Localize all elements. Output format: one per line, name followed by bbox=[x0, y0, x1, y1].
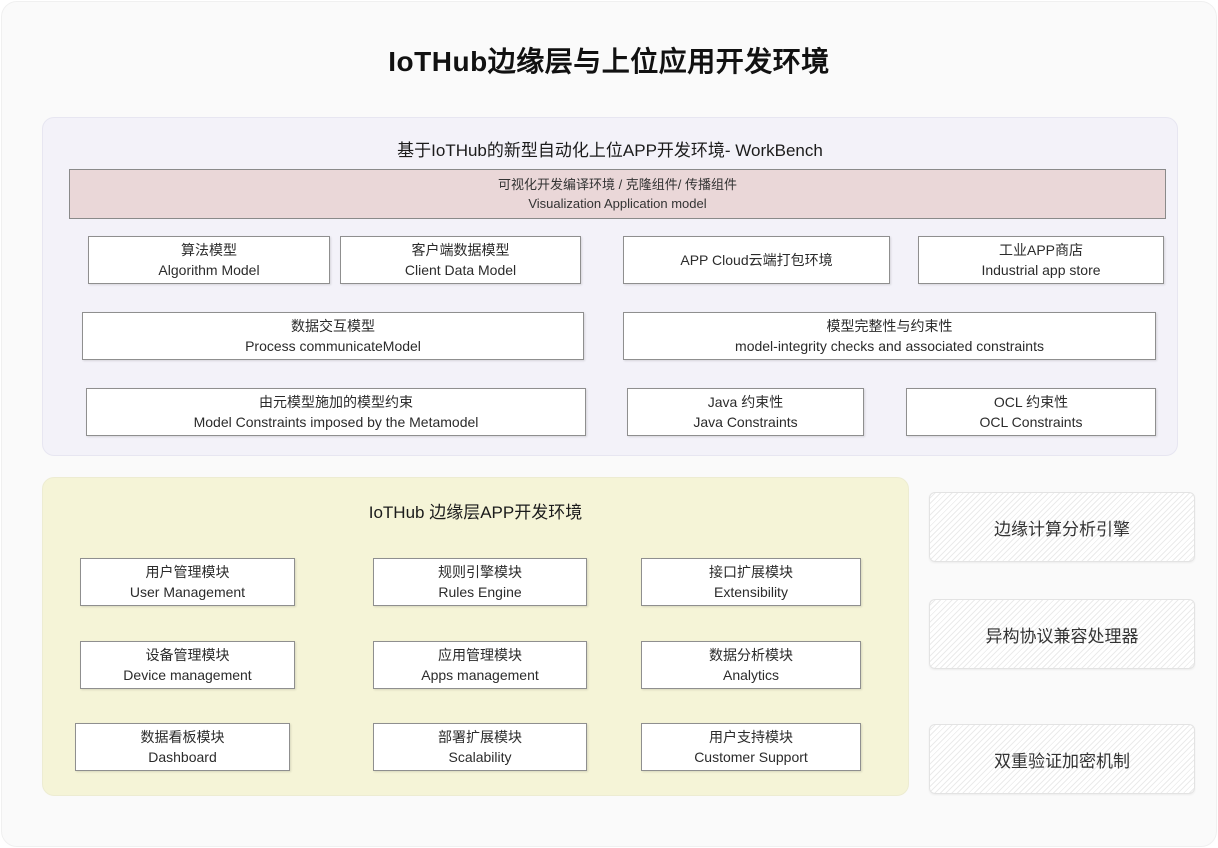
module-label-en: Dashboard bbox=[148, 749, 217, 765]
module-label-zh: 设备管理模块 bbox=[145, 647, 230, 663]
module-user-management: 用户管理模块 User Management bbox=[80, 558, 295, 606]
box-model-integrity-checks: 模型完整性与约束性 model-integrity checks and ass… bbox=[623, 312, 1156, 360]
banner-line-zh: 可视化开发编译环境 / 克隆组件/ 传播组件 bbox=[497, 177, 738, 192]
module-label-zh: 应用管理模块 bbox=[438, 647, 522, 663]
module-label-en: Scalability bbox=[448, 749, 512, 765]
box-label-en: OCL Constraints bbox=[979, 414, 1083, 430]
module-rules-engine: 规则引擎模块 Rules Engine bbox=[373, 558, 587, 606]
box-metamodel-constraints: 由元模型施加的模型约束 Model Constraints imposed by… bbox=[86, 388, 586, 436]
module-device-management: 设备管理模块 Device management bbox=[80, 641, 295, 689]
edge-title: IoTHub 边缘层APP开发环境 bbox=[368, 503, 583, 522]
module-label-zh: 用户支持模块 bbox=[709, 729, 793, 745]
module-label-en: Customer Support bbox=[694, 749, 808, 765]
page-title: IoTHub边缘层与上位应用开发环境 bbox=[388, 46, 830, 77]
module-label-en: Rules Engine bbox=[438, 584, 522, 600]
box-label-zh: 由元模型施加的模型约束 bbox=[259, 394, 413, 410]
box-label-en: Model Constraints imposed by the Metamod… bbox=[193, 414, 479, 430]
box-label-zh: 模型完整性与约束性 bbox=[826, 318, 953, 334]
box-label-zh: 数据交互模型 bbox=[291, 318, 375, 334]
box-ocl-constraints: OCL 约束性 OCL Constraints bbox=[906, 388, 1156, 436]
module-label-en: User Management bbox=[129, 584, 246, 600]
module-label-zh: 部署扩展模块 bbox=[438, 729, 522, 745]
module-label-zh: 用户管理模块 bbox=[145, 564, 230, 580]
box-label-en: Industrial app store bbox=[981, 262, 1101, 278]
module-label-en: Apps management bbox=[421, 667, 539, 683]
module-customer-support: 用户支持模块 Customer Support bbox=[641, 723, 861, 771]
module-dashboard: 数据看板模块 Dashboard bbox=[75, 723, 290, 771]
box-label-zh: Java 约束性 bbox=[707, 394, 784, 410]
module-label-zh: 规则引擎模块 bbox=[438, 564, 522, 580]
module-analytics: 数据分析模块 Analytics bbox=[641, 641, 861, 689]
box-label-zh: APP Cloud云端打包环境 bbox=[680, 252, 833, 268]
box-label-zh: 算法模型 bbox=[181, 242, 237, 258]
box-label-en: Java Constraints bbox=[693, 414, 798, 430]
side-box-label: 边缘计算分析引擎 bbox=[994, 519, 1130, 539]
box-label-en: Process communicateModel bbox=[245, 338, 421, 354]
visualization-banner: 可视化开发编译环境 / 克隆组件/ 传播组件 Visualization App… bbox=[69, 169, 1166, 219]
box-label-en: Client Data Model bbox=[404, 262, 517, 278]
box-label-zh: 工业APP商店 bbox=[998, 242, 1083, 258]
box-client-data-model: 客户端数据模型 Client Data Model bbox=[340, 236, 581, 284]
module-label-zh: 数据分析模块 bbox=[709, 647, 793, 663]
box-label-zh: 客户端数据模型 bbox=[411, 242, 510, 258]
module-label-en: Extensibility bbox=[714, 584, 788, 600]
box-label-en: Algorithm Model bbox=[158, 262, 260, 278]
module-apps-management: 应用管理模块 Apps management bbox=[373, 641, 587, 689]
module-label-zh: 数据看板模块 bbox=[140, 729, 225, 745]
workbench-title: 基于IoTHub的新型自动化上位APP开发环境- WorkBench bbox=[397, 141, 823, 160]
side-box-edge-compute-engine: 边缘计算分析引擎 bbox=[929, 492, 1195, 562]
side-box-protocol-compat-processor: 异构协议兼容处理器 bbox=[929, 599, 1195, 669]
box-industrial-app-store: 工业APP商店 Industrial app store bbox=[918, 236, 1164, 284]
box-process-communicate-model: 数据交互模型 Process communicateModel bbox=[82, 312, 584, 360]
module-label-zh: 接口扩展模块 bbox=[709, 564, 793, 580]
banner-line-en: Visualization Application model bbox=[528, 196, 707, 211]
module-scalability: 部署扩展模块 Scalability bbox=[373, 723, 587, 771]
side-box-label: 异构协议兼容处理器 bbox=[985, 626, 1139, 646]
side-box-dual-auth-encryption: 双重验证加密机制 bbox=[929, 724, 1195, 794]
box-java-constraints: Java 约束性 Java Constraints bbox=[627, 388, 864, 436]
edge-container: IoTHub 边缘层APP开发环境 用户管理模块 User Management… bbox=[42, 477, 909, 796]
box-label-en: model-integrity checks and associated co… bbox=[735, 338, 1044, 354]
box-label-zh: OCL 约束性 bbox=[993, 394, 1069, 410]
module-extensibility: 接口扩展模块 Extensibility bbox=[641, 558, 861, 606]
workbench-container: 基于IoTHub的新型自动化上位APP开发环境- WorkBench 可视化开发… bbox=[42, 117, 1178, 456]
box-algorithm-model: 算法模型 Algorithm Model bbox=[88, 236, 330, 284]
module-label-en: Analytics bbox=[722, 667, 780, 683]
side-box-label: 双重验证加密机制 bbox=[994, 751, 1130, 771]
box-app-cloud-packaging: APP Cloud云端打包环境 bbox=[623, 236, 890, 284]
module-label-en: Device management bbox=[123, 667, 252, 683]
